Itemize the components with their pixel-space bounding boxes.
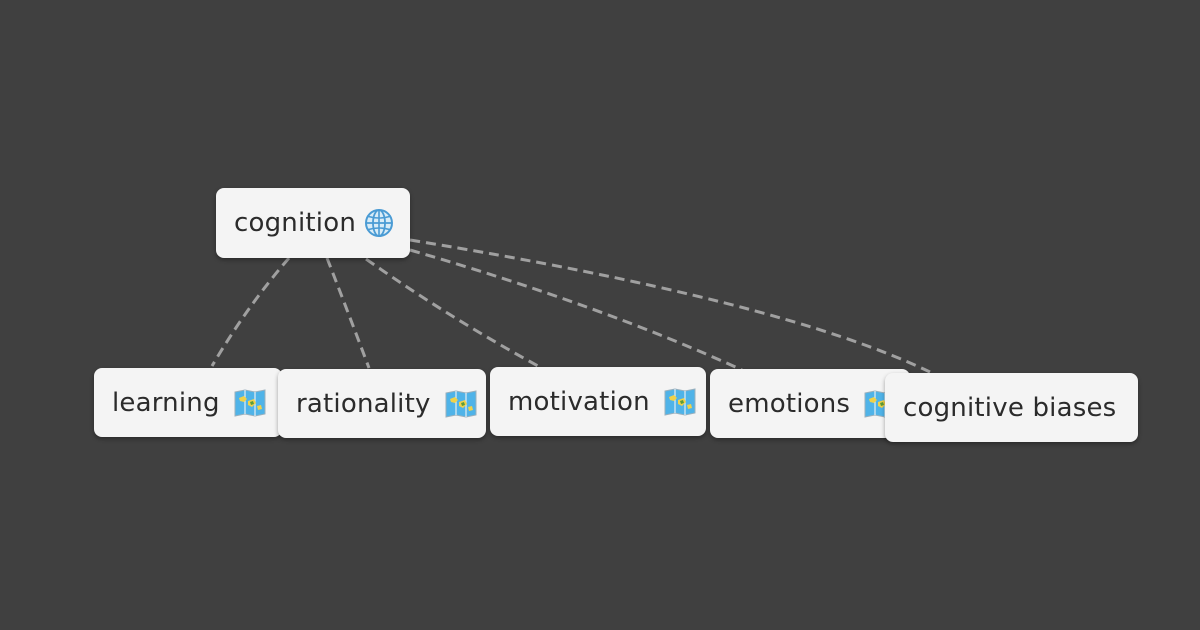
- node-label: learning: [112, 387, 220, 418]
- node-label: cognitive biases: [903, 392, 1117, 423]
- globe-icon: [364, 208, 394, 238]
- node-cognition[interactable]: cognition: [216, 188, 410, 258]
- link-cognition-cognitive-biases: [409, 238, 931, 374]
- link-cognition-rationality: [325, 257, 371, 369]
- node-label: rationality: [296, 388, 431, 419]
- node-rationality[interactable]: rationality: [278, 369, 486, 438]
- node-learning[interactable]: learning: [94, 368, 282, 437]
- node-emotions[interactable]: emotions: [710, 369, 910, 438]
- node-cognitive-biases[interactable]: cognitive biases: [885, 373, 1138, 442]
- node-label: emotions: [728, 388, 851, 419]
- link-cognition-emotions: [409, 248, 743, 372]
- world-map-icon: [445, 389, 477, 418]
- world-map-icon: [234, 388, 266, 417]
- node-label: cognition: [234, 208, 357, 238]
- link-cognition-motivation: [365, 257, 539, 368]
- node-label: motivation: [508, 386, 650, 417]
- link-cognition-learning: [210, 257, 291, 367]
- node-motivation[interactable]: motivation: [490, 367, 706, 436]
- world-map-icon: [664, 387, 696, 416]
